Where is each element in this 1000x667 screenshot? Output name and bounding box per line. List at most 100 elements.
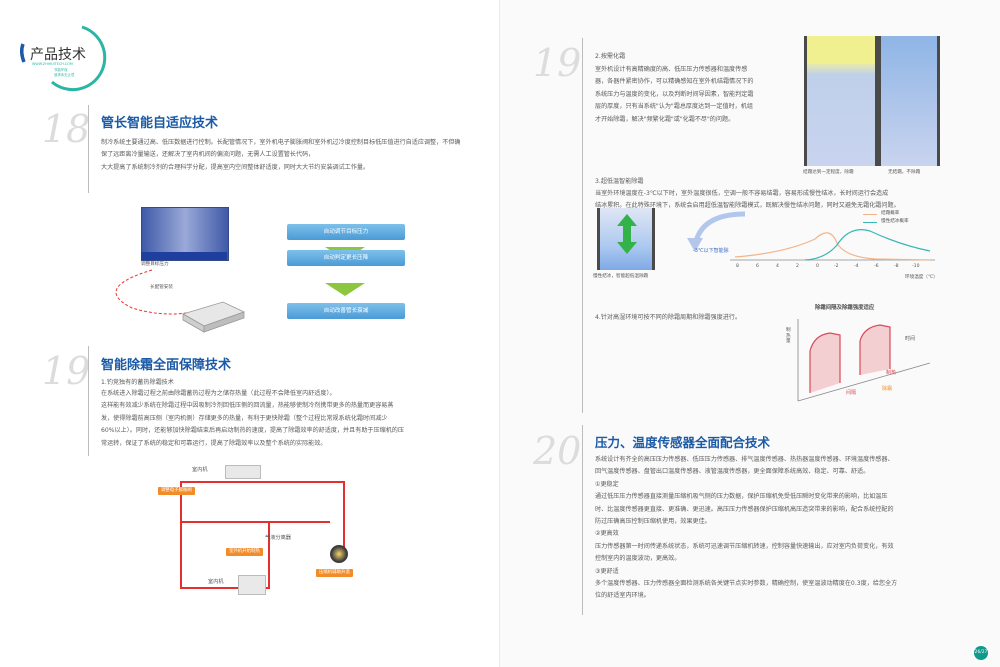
cycle-tag-defrost: 除霜 bbox=[882, 386, 893, 392]
cycle-block-2 bbox=[859, 324, 891, 375]
x-axis-unit: 环境温度（℃） bbox=[905, 275, 938, 280]
ultra-low-line-1: 当室外环境温度在-3℃以下时，室外温度很低，空调一般不容易结霜，容易形成慢性结冰… bbox=[595, 190, 889, 197]
frost-probability-chart bbox=[730, 229, 935, 261]
header-subtitle-2: 节能环保 bbox=[54, 68, 68, 72]
section-18-number: 18 bbox=[42, 107, 91, 151]
on-demand-line-3: 系统压力与温度的变化，以及判断时间导因素，智能判定霜 bbox=[595, 90, 754, 98]
x-tick-3: 2 bbox=[796, 264, 799, 269]
frost-tank-b bbox=[881, 36, 937, 166]
section-20-p1-line-1: 通过低压压力传感器直接测量压缩机吸气侧的压力数据，保护压缩机免受低压瞬时变化带来… bbox=[595, 493, 888, 501]
section-18-text: 制冷系统主要通过高、低压数据进行控制。长配管情况下，室外机电子膨胀阀和室外机过冷… bbox=[101, 137, 461, 174]
section-20-intro-line-2: 回气温度传感器、盘管出口温度传感器、液管温度传感器，更全面保障系统高效、稳定、可… bbox=[595, 468, 870, 476]
defrost-cycle-chart bbox=[797, 319, 931, 402]
caption-frost-b: 无结霜，不除霜 bbox=[888, 170, 921, 175]
header-logo: 产品技术 WWW.ZHIHUITECH.COM 节能环保 追求永无止境 bbox=[14, 22, 124, 92]
section-20-intro-line-1: 系统设计有齐全的高压压力传感器、低压压力传感器、排气温度传感器、热热器温度传感器… bbox=[595, 456, 894, 463]
tag-electronic-valve: 调整电子膨胀阀 bbox=[158, 487, 195, 495]
indoor-unit-top-icon bbox=[225, 465, 261, 479]
section-20-intro: 系统设计有齐全的高压压力传感器、低压压力传感器、排气温度传感器、热热器温度传感器… bbox=[595, 454, 970, 603]
x-tick-7: -6 bbox=[874, 264, 879, 269]
x-tick-0: 8 bbox=[736, 264, 739, 269]
section-20-number: 20 bbox=[533, 429, 582, 473]
flow-arrow-2 bbox=[325, 283, 365, 296]
heading-high-humidity: 4.针对高湿环境可按不同的除霜周期和除霜强度进行。 bbox=[595, 314, 741, 321]
legend-ice: 慢性结冰概率 bbox=[881, 219, 909, 224]
pipe-left bbox=[180, 481, 182, 589]
on-demand-line-2: 器，各器件紧密协作，可以精确感知在室外机结霜情况下的 bbox=[595, 78, 754, 86]
pipe-mid bbox=[180, 521, 330, 523]
section-19-line-4: 60%以上）。同时，还能够加快除霜结束后再启动制热的速度，提高了除霜效率的舒适度… bbox=[101, 427, 404, 435]
section-19-line-5: 常运转，保证了系统的稳定和可靠运行，提高了除霜效率以及整个系统的实际能效。 bbox=[101, 439, 327, 447]
x-tick-9: -10 bbox=[912, 264, 920, 269]
section-20-p1-line-3: 防过压确高压控制压缩机使用，效果更佳。 bbox=[595, 518, 711, 526]
pipe-top bbox=[180, 481, 345, 483]
section-19-number: 19 bbox=[42, 349, 91, 393]
section-19-line-2: 这样能有效减少系统在除霜过程中因吸制冷剂回低压侧的回流量，热能够使制冷剂携带更多… bbox=[101, 402, 394, 410]
section-20-divider bbox=[582, 425, 583, 615]
on-demand-line-4: 层的厚度，只有当系统"认为"霜总厚度达到一定值时，机组 bbox=[595, 103, 753, 111]
x-tick-2: 4 bbox=[776, 264, 779, 269]
indoor-unit-top-label: 室内机 bbox=[192, 467, 208, 473]
section-20-p3-line-1: 多个温度传感器、压力传感器全面检测系统各关键节点实时参数，精确控制，使室温波动精… bbox=[595, 580, 898, 588]
cycle-x-axis bbox=[797, 362, 931, 402]
curved-arrow-label: -3℃以下智能除 bbox=[693, 248, 729, 254]
label-long-pipe: 长配管安装 bbox=[150, 285, 173, 290]
low-temp-tank-left bbox=[597, 208, 600, 270]
outdoor-unit-icon bbox=[181, 301, 246, 333]
cycle-tag-heat: 制热 bbox=[886, 370, 897, 376]
section-18-title: 管长智能自适应技术 bbox=[101, 115, 219, 130]
refrigerant-diagram: 室内机 调整电子膨胀阀 气液分离器 室外机开始制热 压缩机辅助升温 室内机 bbox=[150, 463, 380, 603]
frost-tank-a-frost bbox=[807, 36, 875, 64]
heading-ultra-low-temp: 3.超低温智能除霜 bbox=[595, 178, 644, 185]
cycle-chart-title: 除霜间隔及除霜强度适应 bbox=[815, 305, 875, 311]
legend-ice-swatch bbox=[863, 222, 877, 223]
x-tick-6: -4 bbox=[854, 264, 859, 269]
flow-step-2: 自动判定更长压降 bbox=[287, 250, 405, 266]
separator-label: 气液分离器 bbox=[265, 535, 291, 541]
pipe-dashed-line bbox=[115, 269, 208, 315]
legend-frost: 结霜概率 bbox=[881, 211, 900, 216]
label-target-pressure: 调整目标压力 bbox=[141, 262, 169, 267]
cycle-x-label: 时间 bbox=[905, 336, 916, 342]
pipe-right bbox=[343, 481, 345, 551]
section-19-text: 在系统进入除霜过程之前由除霜蓄热过程为之储存热量（此过程不会降低室内舒适度）。 … bbox=[101, 388, 463, 450]
on-demand-line-5: 才开始除霜，解决"频繁化霜"或"化霜不尽"的问题。 bbox=[595, 115, 735, 123]
pipe-mid-vertical bbox=[268, 521, 270, 589]
left-page: 产品技术 WWW.ZHIHUITECH.COM 节能环保 追求永无止境 18 管… bbox=[14, 22, 463, 603]
header-subtitle-3: 追求永无止境 bbox=[54, 73, 75, 77]
flow-step-3: 自动改善管长衰减 bbox=[287, 303, 405, 319]
section-20-p1-line-2: 时、比温度传感器更直接、更准确、更迅速。高压压力传感器保护压缩机高压造突带来的影… bbox=[595, 505, 894, 513]
section-20-p3-line-2: 位的舒适室内环境。 bbox=[595, 592, 650, 600]
page-number-badge: 26/27 bbox=[974, 646, 988, 660]
cycle-block-1 bbox=[809, 332, 841, 393]
frost-tank-b-right bbox=[937, 36, 940, 166]
frost-tank-a-left bbox=[804, 36, 807, 166]
indoor-unit-bottom-label: 室内机 bbox=[208, 579, 224, 585]
section-20-title: 压力、温度传感器全面配合技术 bbox=[595, 436, 771, 450]
frost-tank-b-left bbox=[878, 36, 881, 166]
ultra-low-temp-text: 当室外环境温度在-3℃以下时，室外温度很低，空调一般不容易结霜，容易形成慢性结冰… bbox=[595, 188, 965, 213]
section-20-p1-title: ①更稳定 bbox=[595, 480, 619, 488]
tag-compressor: 压缩机辅助升温 bbox=[316, 569, 353, 577]
section-19-line-1: 在系统进入除霜过程之前由除霜蓄热过程为之储存热量（此过程不会降低室内舒适度）。 bbox=[101, 390, 336, 397]
section-18-line-1: 制冷系统主要通过高、低压数据进行控制。长配管情况下，室外机电子膨胀阀和室外机过冷… bbox=[101, 139, 461, 159]
tag-outdoor-heating: 室外机开始制热 bbox=[226, 548, 263, 556]
section-19-divider bbox=[88, 346, 89, 456]
caption-frost-a: 结霜达到一定程度，除霜 bbox=[803, 170, 854, 175]
on-demand-line-1: 室外机设计有高精确度的高、低压压力传感器和温度传感 bbox=[595, 66, 748, 73]
ice-probability-line bbox=[804, 229, 931, 261]
section-18-divider bbox=[88, 105, 89, 193]
low-temp-tank-right bbox=[652, 208, 655, 270]
indoor-unit-bottom-icon bbox=[238, 575, 266, 595]
legend-frost-swatch bbox=[863, 214, 877, 215]
curved-arrow-icon bbox=[687, 211, 746, 252]
section-19b-number: 19 bbox=[533, 41, 582, 85]
section-19-title: 智能除霜全面保障技术 bbox=[101, 357, 232, 372]
pressure-illustration bbox=[141, 207, 229, 267]
x-tick-4: 0 bbox=[816, 264, 819, 269]
flow-step-1: 自动调节目标压力 bbox=[287, 224, 405, 240]
on-demand-text: 室外机设计有高精确度的高、低压压力传感器和温度传感 器，各器件紧密协作，可以精确… bbox=[595, 64, 795, 126]
header-subtitle-1: WWW.ZHIHUITECH.COM bbox=[32, 62, 73, 66]
section-20-p3-title: ③更舒适 bbox=[595, 567, 619, 575]
